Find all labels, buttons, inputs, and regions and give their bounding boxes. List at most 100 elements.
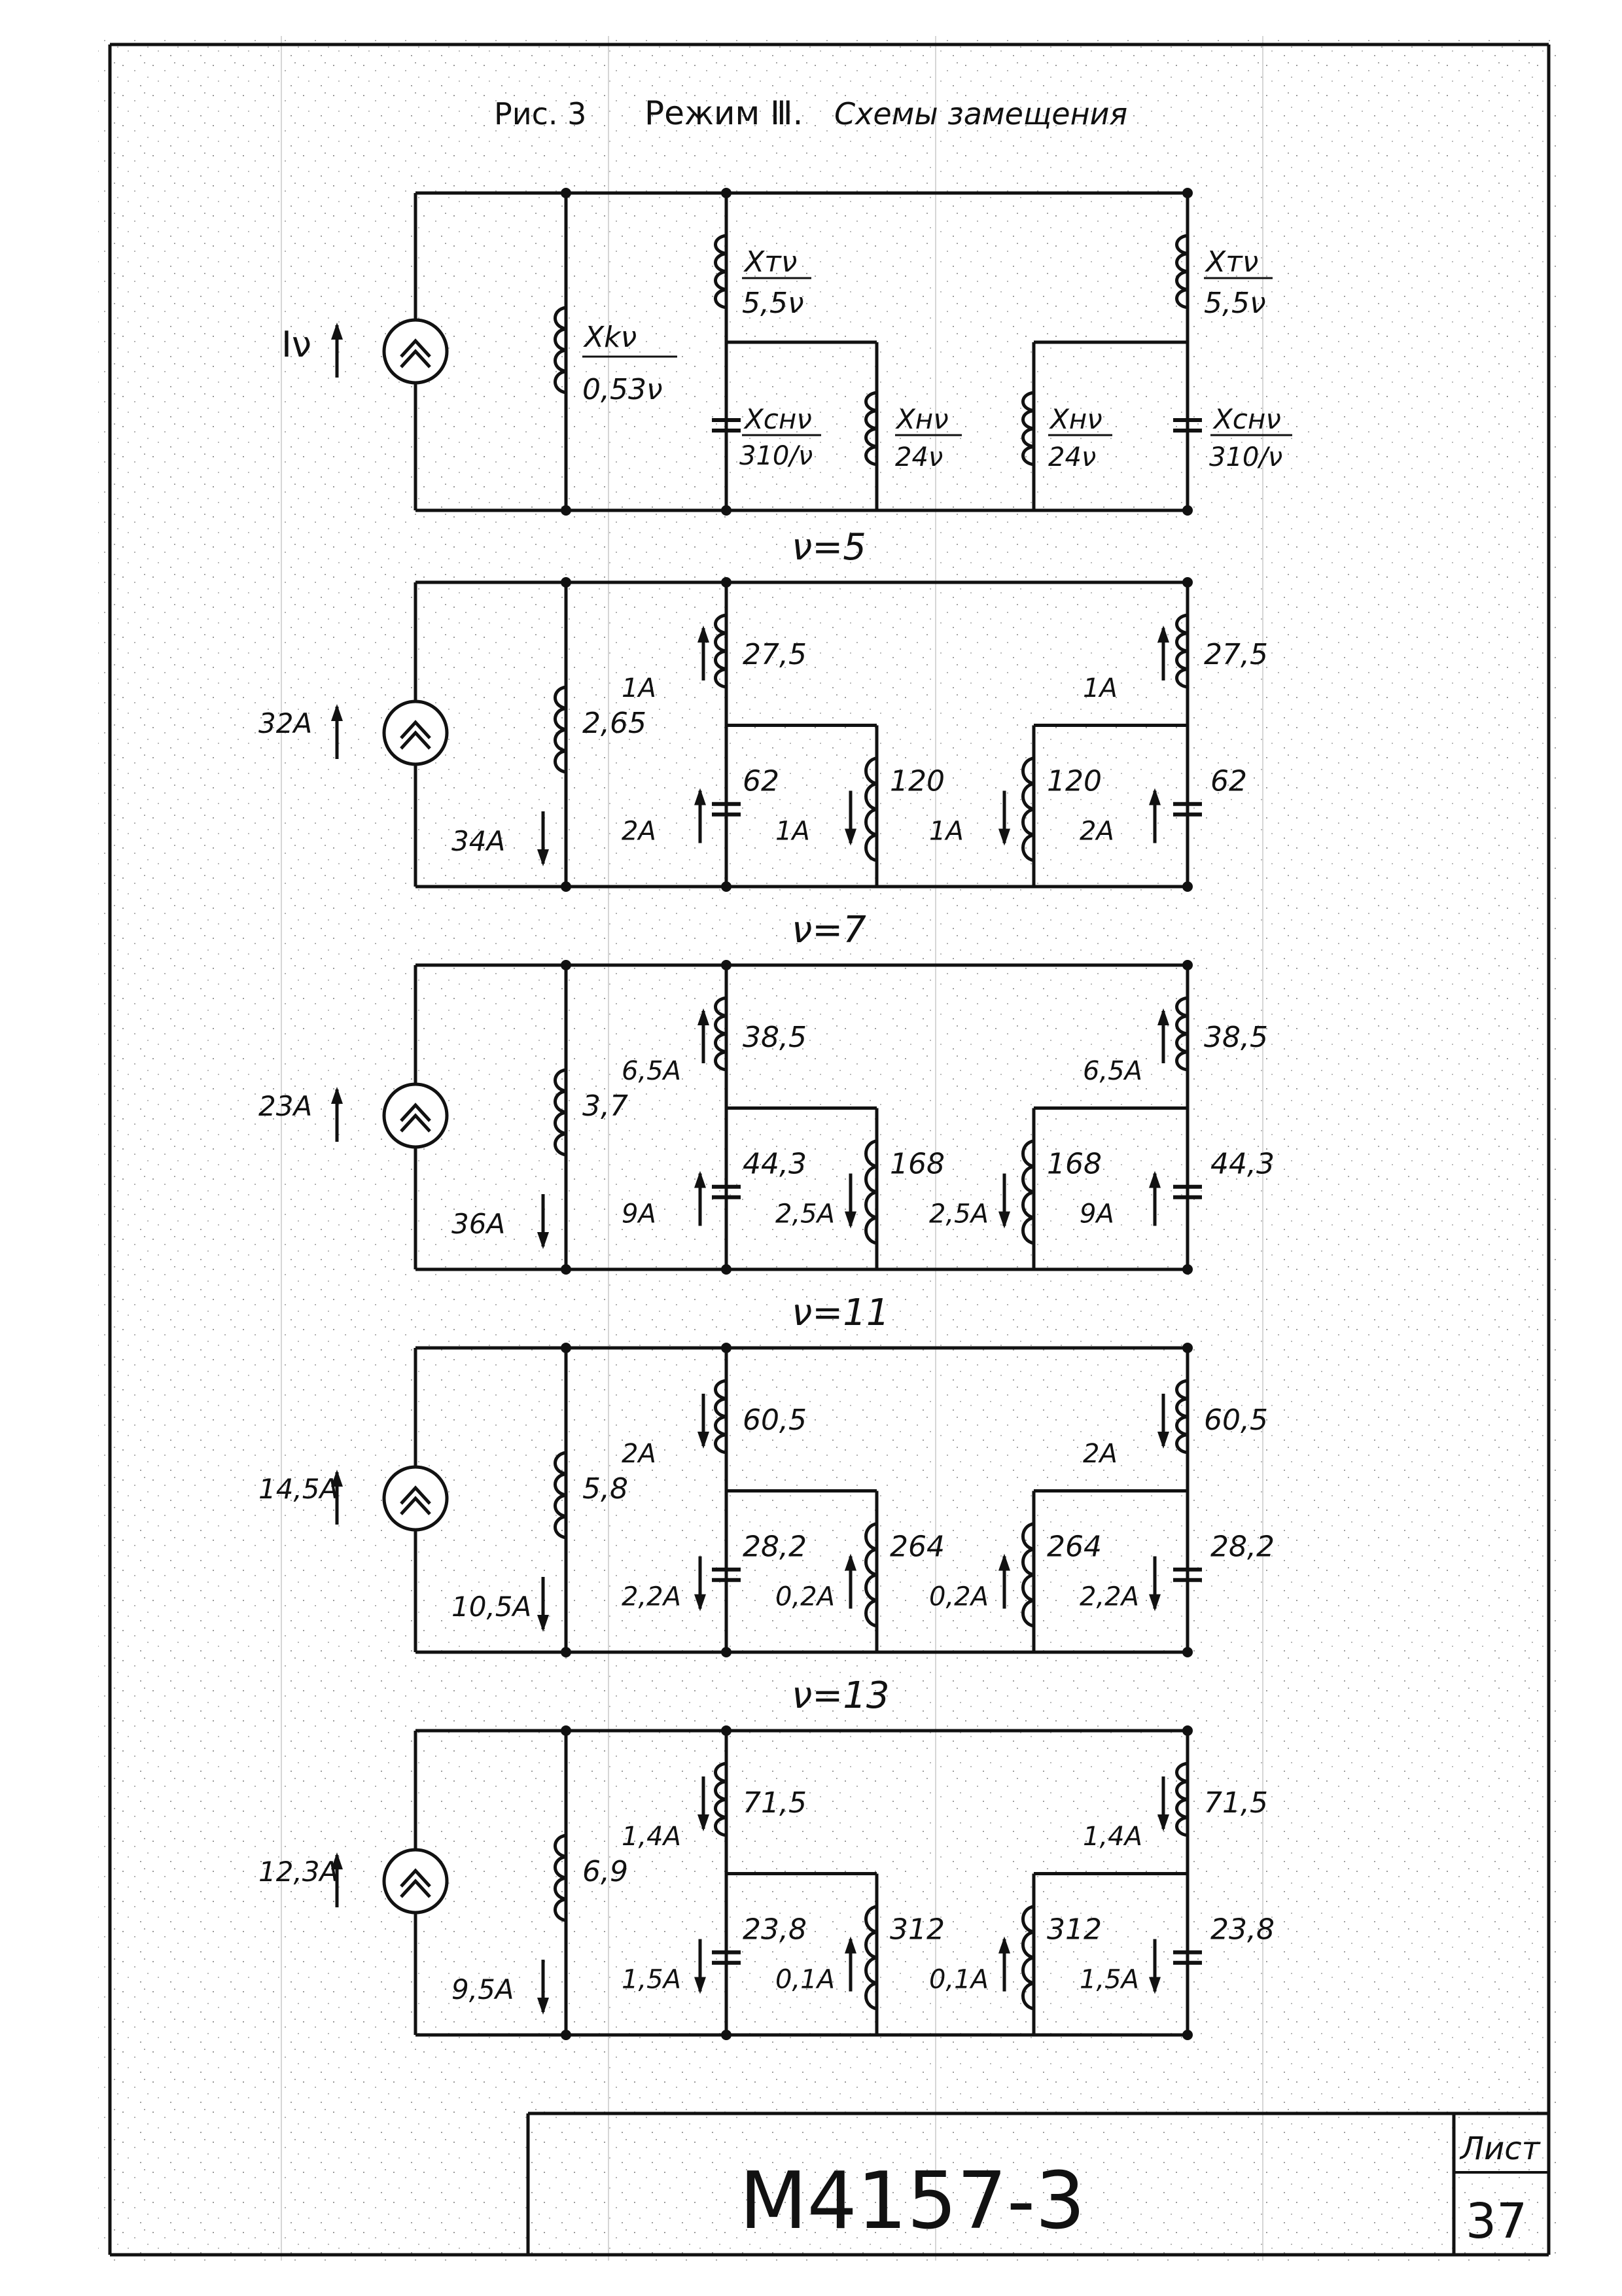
right-xt-value: 60,5 (1204, 1404, 1268, 1437)
arrow-head (1157, 1814, 1169, 1831)
xk-value: 6,9 (582, 1855, 628, 1888)
mode-label: Режим Ⅲ. (644, 94, 803, 132)
right-xt-coil (1175, 996, 1188, 1072)
left-xc-value: 44,3 (743, 1148, 807, 1181)
drawing-code: М4157-3 (739, 2156, 1085, 2247)
right-xc-current-label: 2А (1080, 817, 1114, 847)
junction-dot (561, 1647, 571, 1657)
left-xt-coil (714, 1379, 727, 1455)
left-xh-coil (864, 391, 877, 467)
source-chevron (400, 720, 431, 739)
left-xh-value: 312 (890, 1913, 945, 1947)
source-chevron (400, 730, 431, 750)
junction-dot (1182, 1343, 1193, 1353)
coil-turns (714, 234, 727, 309)
source-current-arrow (331, 704, 343, 759)
current-source (382, 1082, 449, 1149)
left-xc-value: 23,8 (743, 1913, 807, 1947)
left-xt-current-arrow (697, 626, 709, 680)
source-chevron (400, 1879, 431, 1898)
source-current-arrow (331, 1470, 343, 1525)
coil-turns (864, 1905, 877, 2011)
left-xc-capacitor (712, 393, 741, 458)
xk-coil (554, 1451, 567, 1540)
right-xh-current-arrow (998, 1553, 1010, 1609)
left-xt-current-label: 6,5А (622, 1056, 681, 1086)
left-xh-current-label: 0,2А (775, 1582, 835, 1612)
left-xt-value: 5,5ν (742, 287, 804, 320)
left-xh-coil (864, 1139, 877, 1245)
title-block: М4157-3 Лист 37 (526, 2111, 1549, 2255)
right-xt-coil (1175, 1379, 1188, 1455)
arrow-head (331, 1087, 343, 1104)
right-xt-coil (1175, 1761, 1188, 1837)
right-xh-value: 24ν (1048, 442, 1096, 472)
source-chevron (400, 1868, 431, 1888)
right-xc-current-label: 1,5А (1080, 1965, 1139, 1995)
junction-dot (561, 188, 571, 198)
left-xh-value: 168 (890, 1148, 945, 1181)
right-xt-name: Xтν (1205, 245, 1258, 279)
harmonic-label: ν=7 (792, 909, 866, 951)
source-current-arrow (331, 1852, 343, 1907)
arrow-head (697, 1814, 709, 1831)
grid-lines (281, 36, 1263, 2261)
arrow-head (331, 1470, 343, 1487)
coil-turns (864, 1139, 877, 1245)
left-xt-value: 27,5 (743, 638, 807, 671)
xk-value: 0,53ν (582, 373, 663, 406)
coil-turns (1021, 1139, 1034, 1245)
arrow-head (697, 1008, 709, 1025)
left-xh-coil (864, 1522, 877, 1628)
left-xh-current-arrow (845, 1936, 856, 1992)
junction-dot (1182, 1725, 1193, 1736)
junction-dot (1182, 188, 1193, 198)
xk-current-label: 34А (451, 825, 505, 857)
right-xt-current-arrow (1157, 1394, 1169, 1449)
right-xc-capacitor (1173, 1523, 1202, 1626)
right-xc-capacitor (1173, 393, 1202, 458)
junction-dot (1182, 960, 1193, 970)
left-xh-current-label: 0,1А (775, 1965, 835, 1995)
coil-turns (1175, 996, 1188, 1072)
source-current-label: 14,5А (258, 1473, 338, 1505)
source-current-label: 12,3А (258, 1856, 338, 1888)
right-xc-capacitor (1173, 1140, 1202, 1243)
junction-dot (1182, 1647, 1193, 1657)
arrow-head (331, 704, 343, 721)
left-xt-coil (714, 1761, 727, 1837)
left-xc-capacitor (712, 1523, 741, 1626)
xk-coil (554, 685, 567, 774)
harmonic-label: ν=13 (792, 1674, 889, 1717)
right-xh-coil (1021, 756, 1034, 862)
coil-turns (714, 1379, 727, 1455)
arrow-head (1149, 1171, 1161, 1188)
junction-dot (721, 1343, 732, 1353)
arrow-head (998, 1553, 1010, 1571)
coil-turns (1175, 1379, 1188, 1455)
arrow-head (331, 323, 343, 340)
left-xc-current-label: 1,5А (622, 1965, 681, 1995)
right-xt-current-arrow (1157, 1776, 1169, 1831)
arrow-head (845, 1211, 856, 1229)
left-xc-name: Xснν (743, 403, 812, 435)
left-xc-value: 28,2 (743, 1530, 807, 1564)
arrow-head (694, 1977, 706, 1994)
junction-dot (721, 577, 732, 588)
left-xh-coil (864, 756, 877, 862)
source-current-label: Iν (281, 324, 311, 365)
arrow-head (331, 1852, 343, 1869)
arrow-head (697, 626, 709, 643)
left-xh-name: Xнν (895, 403, 949, 435)
left-xt-value: 60,5 (743, 1404, 807, 1437)
coil-turns (1175, 1761, 1188, 1837)
left-xt-name: Xтν (743, 245, 797, 279)
source-chevron (400, 338, 431, 358)
right-xh-value: 120 (1047, 765, 1102, 798)
arrow-head (1149, 1977, 1161, 1994)
left-xh-value: 264 (890, 1530, 945, 1564)
left-xc-value: 62 (743, 765, 779, 798)
